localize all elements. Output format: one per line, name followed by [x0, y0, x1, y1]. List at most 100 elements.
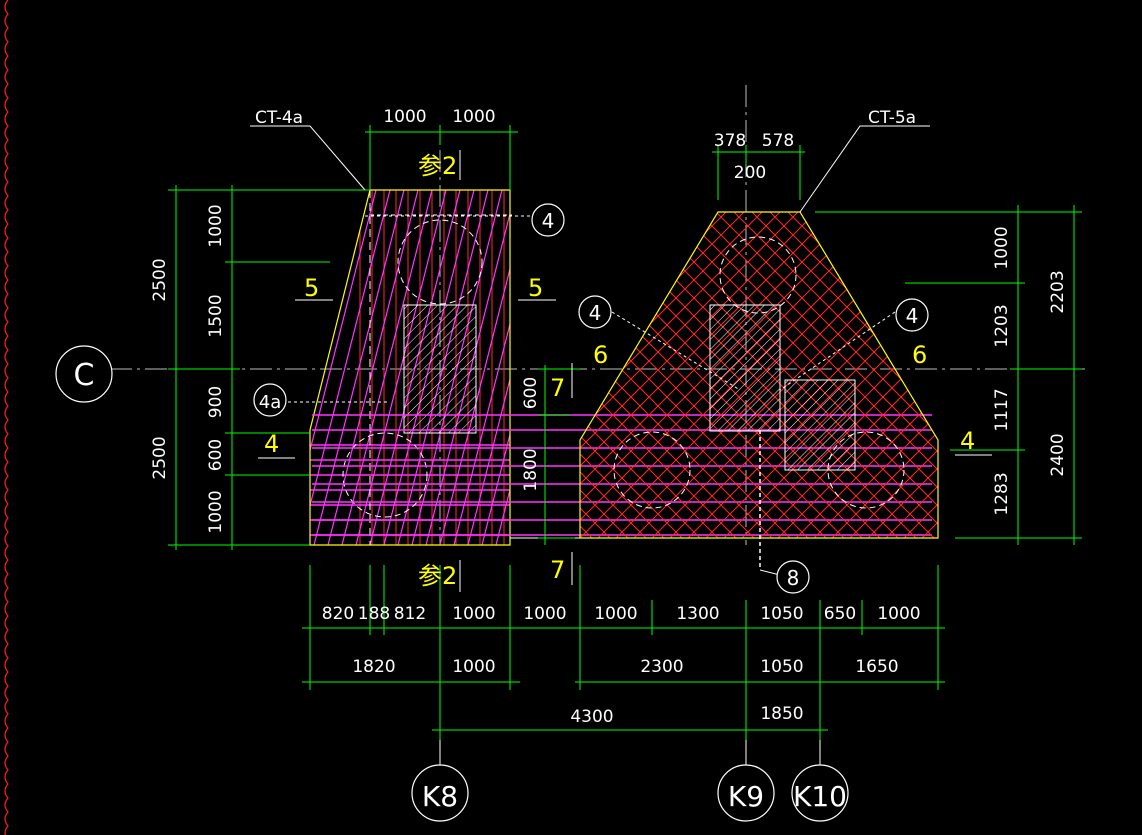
rebar-line [467, 190, 510, 545]
rebar-line [956, 200, 1142, 540]
dim-bottom-2-5: 1650 [855, 657, 898, 677]
dim-left-inner-3: 900 [206, 386, 226, 418]
rebar-line [481, 190, 510, 545]
dim-right-inner-4: 1283 [992, 472, 1012, 515]
bubble-4-top: 4 [542, 209, 555, 233]
dim-bottom-2-2: 1000 [452, 657, 495, 677]
rebar-line [580, 212, 829, 538]
pile-cap-ct4a [216, 189, 512, 546]
rebar-line [1100, 200, 1142, 540]
rebar-line [92, 200, 432, 540]
dim-bottom-1-5: 1000 [523, 604, 566, 624]
column-right-a [709, 304, 781, 432]
rebar-line [703, 212, 938, 538]
rebar-line [580, 212, 865, 538]
rebar-line [1010, 200, 1142, 540]
callout-bubbles [55, 203, 929, 822]
rebar-line [1010, 200, 1142, 540]
dim-bottom-2-4: 1050 [760, 657, 803, 677]
section-5-right: 5 [528, 274, 543, 302]
rebar-line [1028, 200, 1142, 540]
section-4-left: 4 [264, 430, 279, 458]
label-ct4a: CT-4a [255, 108, 303, 128]
dim-bottom-2-3: 2300 [640, 657, 683, 677]
dim-top-right-sub: 200 [734, 163, 766, 183]
rebar-line [580, 212, 811, 538]
dim-bottom-1-3: 812 [394, 604, 426, 624]
rebar-line [793, 212, 938, 538]
dim-right-inner-2: 1203 [992, 304, 1012, 347]
section-4-right: 4 [960, 427, 975, 455]
bubble-8: 8 [787, 566, 800, 590]
rebar-line [1136, 200, 1142, 540]
dim-left-inner-5: 1000 [206, 490, 226, 533]
dim-mid-2: 1800 [521, 448, 541, 491]
pile-cap-ct5a [74, 200, 1142, 570]
bubble-4-right: 4 [906, 304, 919, 328]
label-ct5a: CT-5a [868, 108, 916, 128]
rebar-line [919, 212, 938, 538]
dim-top-right-1: 378 [714, 131, 746, 151]
column-right-b [784, 379, 856, 471]
axis-lines [110, 85, 1090, 765]
rebar-line [355, 190, 447, 545]
dimension-lines [168, 125, 1082, 740]
rebar-line [310, 190, 363, 545]
rebar-line [919, 212, 938, 538]
rebar-line [327, 190, 419, 545]
rebar-line [829, 212, 938, 538]
bubble-4-left: 4 [589, 301, 602, 325]
rebar-line [580, 212, 847, 538]
rebar-line [1100, 200, 1142, 540]
dim-left-outer-1: 2500 [150, 258, 170, 301]
rebar-line [313, 190, 405, 545]
rebar-line [580, 212, 685, 538]
dim-bottom-1-6: 1000 [594, 604, 637, 624]
dim-right-outer-2: 2400 [1048, 433, 1068, 476]
rebar-line [937, 212, 938, 538]
bubble-4a: 4a [259, 392, 281, 413]
rebar-line [865, 212, 938, 538]
rebar-line [992, 200, 1142, 540]
section-6-left: 6 [593, 341, 608, 369]
rebar-line [1118, 200, 1142, 540]
rebar-line [811, 212, 938, 538]
rebar-line [667, 212, 938, 538]
dim-bottom-3-2: 1850 [760, 704, 803, 724]
rebar-line [829, 212, 938, 538]
section-7-top: 7 [550, 374, 565, 402]
dim-left-inner-1: 1000 [206, 204, 226, 247]
rebar-line [956, 200, 1142, 540]
rebar-line [341, 190, 433, 545]
axis-bubble-c: C [74, 358, 95, 393]
rebar-line [721, 212, 938, 538]
revision-cloud [4, 0, 9, 835]
section-6-right: 6 [912, 341, 927, 369]
rebar-line [775, 212, 938, 538]
dim-mid-1: 600 [521, 377, 541, 409]
rebar-line [580, 212, 667, 538]
leaders [250, 125, 930, 576]
rebar-line [74, 200, 414, 540]
rebar-line [580, 212, 721, 538]
dim-top-right-2: 578 [762, 131, 794, 151]
dim-right-inner-3: 1117 [992, 388, 1012, 431]
rebar-line [1064, 200, 1142, 540]
dim-left-inner-4: 600 [206, 439, 226, 471]
dim-bottom-1-4: 1000 [452, 604, 495, 624]
rebar-line [74, 200, 414, 540]
dim-bottom-2-1: 1820 [352, 657, 395, 677]
section-can2-top: 参2 [418, 152, 457, 180]
section-7-bottom: 7 [550, 556, 565, 584]
rebar-line [1064, 200, 1142, 540]
dim-bottom-1-10: 1000 [877, 604, 920, 624]
rebar-line [310, 190, 335, 545]
rebar-line [216, 190, 306, 545]
dim-bottom-1-9: 650 [824, 604, 856, 624]
section-5-left: 5 [304, 274, 319, 302]
dim-top-left-2: 1000 [452, 107, 495, 127]
rebar-line [92, 200, 432, 540]
rebar-line [883, 212, 938, 538]
dim-bottom-1-2: 188 [358, 604, 390, 624]
